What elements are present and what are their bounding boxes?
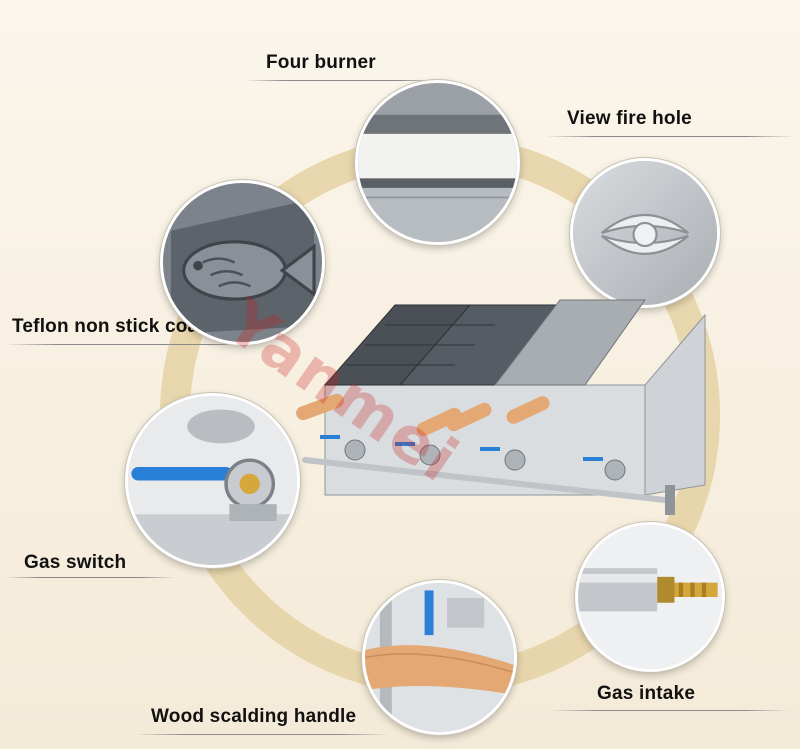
- rule-four-burner: [245, 80, 440, 81]
- wood-handle-closeup-image: [365, 583, 514, 732]
- fish-mold-closeup-image: [163, 183, 322, 342]
- burner-closeup-image: [358, 83, 517, 242]
- rule-view-fire-hole: [545, 136, 795, 137]
- rule-teflon: [5, 344, 260, 345]
- rule-gas-switch: [5, 577, 175, 578]
- label-view-fire-hole: View fire hole: [567, 108, 692, 129]
- gas-valve-closeup-image: [128, 396, 297, 565]
- callout-wood-handle: [362, 580, 517, 735]
- label-wood-handle: Wood scalding handle: [151, 706, 357, 727]
- label-teflon: Teflon non stick coating: [12, 316, 234, 337]
- callout-gas-intake: [575, 522, 725, 672]
- label-gas-switch: Gas switch: [24, 552, 127, 573]
- fire-hole-closeup-image: [573, 161, 717, 305]
- callout-teflon: [160, 180, 325, 345]
- waffle-machine-image: [285, 285, 725, 525]
- label-gas-intake: Gas intake: [597, 683, 696, 704]
- label-four-burner: Four burner: [266, 52, 376, 73]
- callout-view-fire-hole: [570, 158, 720, 308]
- rule-wood-handle: [135, 734, 390, 735]
- gas-intake-closeup-image: [578, 525, 722, 669]
- rule-gas-intake: [550, 710, 790, 711]
- callout-gas-switch: [125, 393, 300, 568]
- callout-four-burner: [355, 80, 520, 245]
